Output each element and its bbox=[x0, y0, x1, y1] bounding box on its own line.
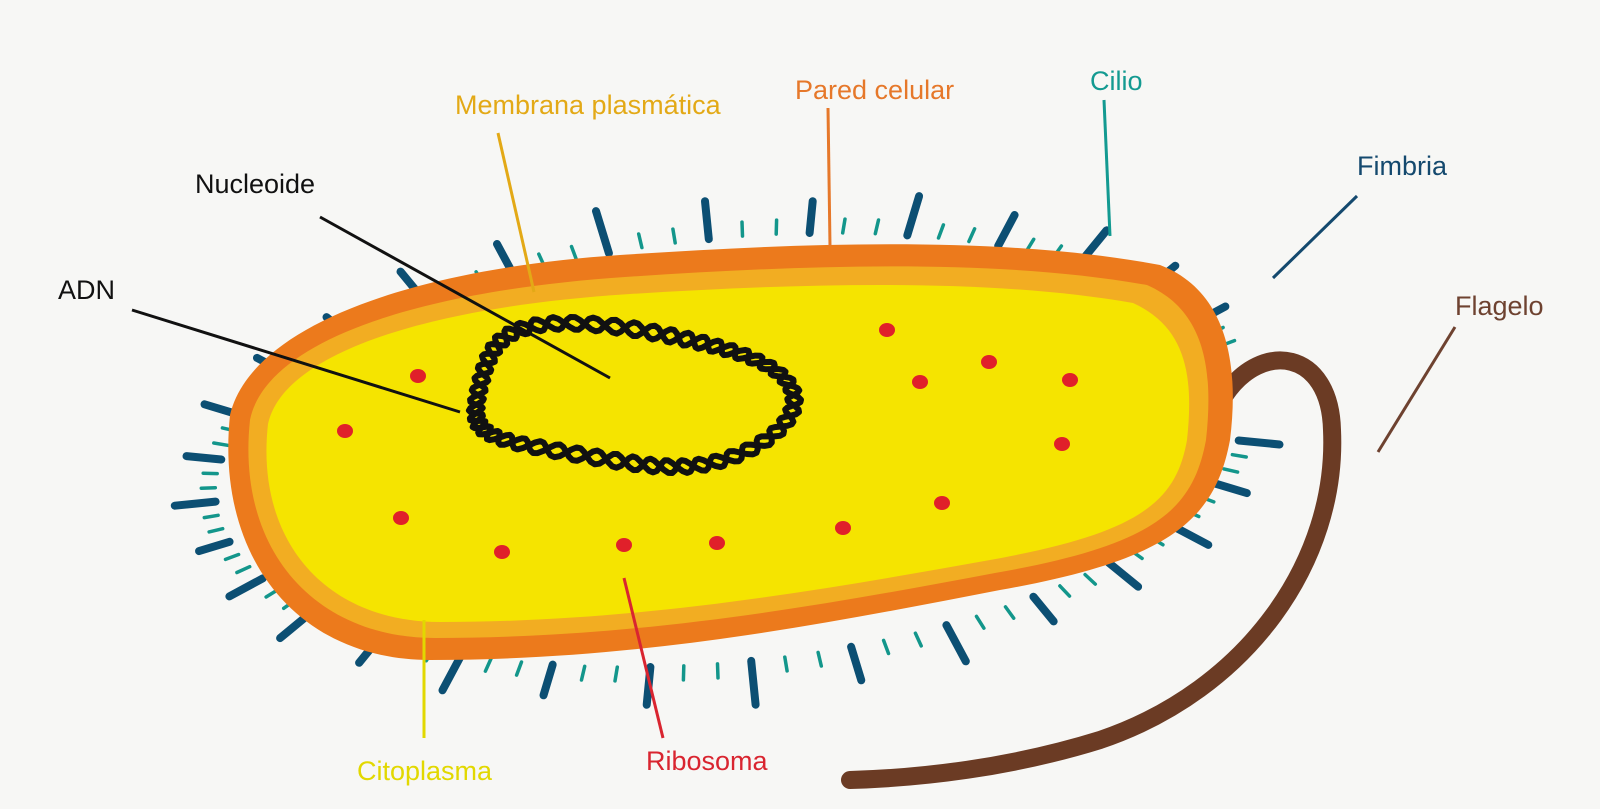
fimbria-strand bbox=[994, 211, 1019, 250]
ribosome-dot bbox=[494, 545, 510, 559]
cilium-strand bbox=[579, 664, 587, 682]
leader-line-fimbria bbox=[1271, 194, 1359, 280]
ribosome-dot bbox=[410, 369, 426, 383]
fimbria-strand bbox=[1209, 479, 1251, 498]
flagellum bbox=[841, 351, 1342, 789]
cilium-strand bbox=[199, 485, 218, 490]
cilium-strand bbox=[974, 614, 986, 630]
fimbria-strand bbox=[1234, 436, 1284, 449]
label-citoplasma: Citoplasma bbox=[357, 756, 493, 786]
fimbria-strand bbox=[701, 197, 713, 244]
ribosome-dot bbox=[835, 521, 851, 535]
leader-line-ribosoma bbox=[622, 577, 665, 739]
ribosome-dot bbox=[393, 511, 409, 525]
fimbria-strand bbox=[642, 663, 655, 709]
dna-strand bbox=[466, 314, 803, 476]
fimbria-strand bbox=[170, 497, 220, 510]
ribosome-dot bbox=[912, 375, 928, 389]
leader-line-flagelo bbox=[1376, 326, 1457, 453]
fimbria-strand bbox=[1104, 558, 1143, 591]
cilium-strand bbox=[740, 220, 745, 238]
label-adn: ADN bbox=[58, 275, 115, 305]
cilium-strand bbox=[913, 631, 923, 648]
cilium-strand bbox=[1222, 467, 1240, 474]
cilium-strand bbox=[840, 217, 847, 235]
fimbria-strand bbox=[592, 207, 613, 258]
label-cilio: Cilio bbox=[1090, 66, 1143, 96]
leader-line-membrana bbox=[496, 132, 536, 293]
fimbria-strand bbox=[747, 656, 760, 709]
cilium-strand bbox=[873, 218, 881, 236]
cilium-strand bbox=[881, 638, 891, 656]
label-flagelo: Flagelo bbox=[1455, 291, 1544, 321]
leader-line-pared bbox=[826, 107, 832, 247]
leader-line-adn bbox=[131, 308, 461, 414]
cilium-strand bbox=[783, 655, 789, 673]
cilium-strand bbox=[715, 662, 720, 680]
fimbria-strand bbox=[847, 642, 866, 685]
cilium-strand bbox=[1003, 605, 1016, 620]
fimbria-strand bbox=[182, 452, 226, 464]
cilium-strand bbox=[514, 660, 524, 677]
cilium-strand bbox=[936, 223, 946, 240]
label-fimbria: Fimbria bbox=[1357, 151, 1448, 181]
cilium-strand bbox=[636, 232, 644, 250]
fimbria-strand bbox=[539, 660, 557, 700]
cilium-strand bbox=[483, 656, 493, 673]
ribosome-dot bbox=[879, 323, 895, 337]
fimbria-strand bbox=[805, 197, 817, 237]
cilium-strand bbox=[212, 441, 230, 448]
cilium-strand bbox=[569, 244, 579, 262]
ribosomes-group bbox=[337, 323, 1078, 559]
ribosome-dot bbox=[934, 496, 950, 510]
label-pared-celular: Pared celular bbox=[795, 75, 954, 105]
fimbria-strand bbox=[1029, 592, 1058, 626]
ribosome-dot bbox=[709, 536, 725, 550]
fimbria-strand bbox=[438, 650, 466, 695]
label-ribosoma: Ribosoma bbox=[646, 746, 769, 776]
ribosome-dot bbox=[1054, 437, 1070, 451]
cilium-strand bbox=[207, 526, 225, 534]
cilium-strand bbox=[1230, 452, 1248, 459]
ribosome-dot bbox=[1062, 373, 1078, 387]
fimbria-strand bbox=[903, 192, 924, 240]
label-nucleoide: Nucleoide bbox=[195, 169, 315, 199]
cilium-strand bbox=[235, 564, 252, 575]
ribosome-dot bbox=[981, 355, 997, 369]
leader-line-cilio bbox=[1102, 99, 1112, 237]
dna-coil bbox=[465, 314, 804, 476]
label-membrana-plasmatica: Membrana plasmática bbox=[455, 90, 722, 120]
cilium-strand bbox=[202, 513, 220, 520]
leader-line-nucleoide bbox=[319, 215, 611, 380]
cilium-strand bbox=[1083, 572, 1098, 586]
cilium-strand bbox=[223, 552, 241, 562]
fimbria-strand bbox=[195, 537, 234, 556]
cilium-strand bbox=[671, 227, 677, 245]
cilium-strand bbox=[967, 227, 977, 244]
fimbria-strand bbox=[942, 621, 970, 666]
ribosome-dot bbox=[337, 424, 353, 438]
cilium-strand bbox=[1058, 584, 1072, 598]
cilium-strand bbox=[816, 650, 824, 668]
cilium-strand bbox=[613, 665, 620, 683]
fimbria-strand bbox=[225, 574, 267, 601]
ribosome-dot bbox=[616, 538, 632, 552]
